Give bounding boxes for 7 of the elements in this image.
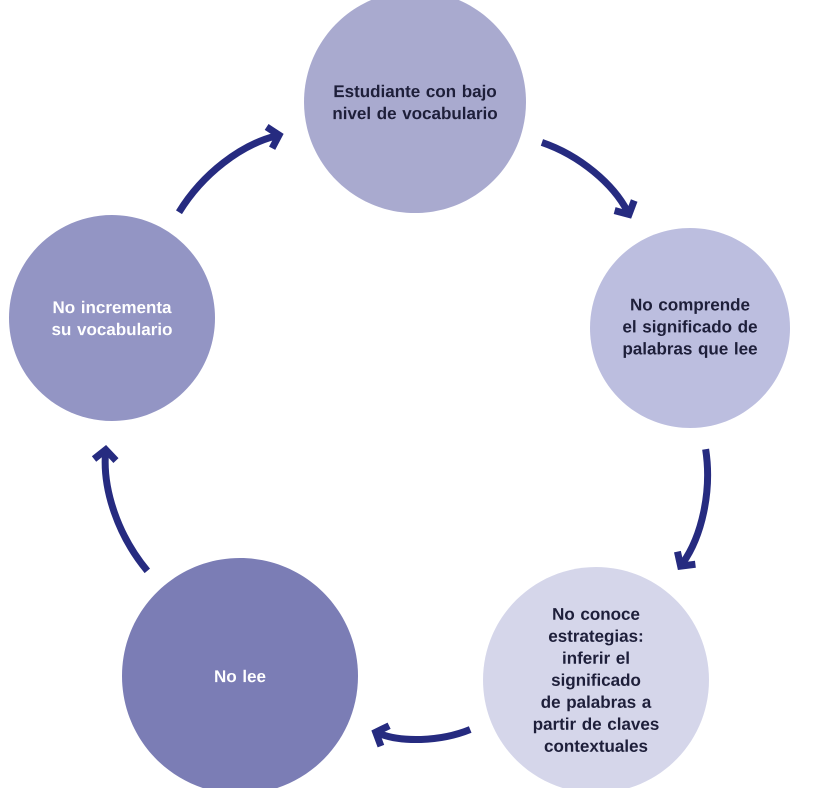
arrow (674, 448, 711, 570)
arrow (371, 722, 472, 748)
arrow (176, 124, 284, 214)
arrow (92, 445, 150, 573)
circle-node: No incrementa su vocabulario (9, 215, 215, 421)
circle-node: No comprende el significado de palabras que lee (590, 228, 790, 428)
arrow (540, 139, 638, 219)
